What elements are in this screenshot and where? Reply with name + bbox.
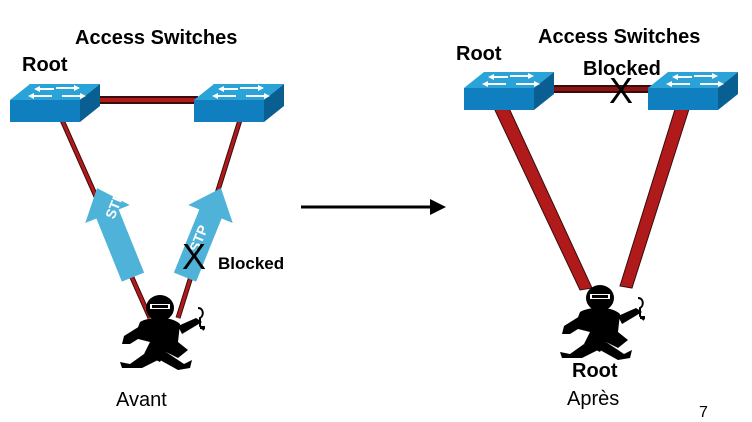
- right-link-root-to-attacker: [492, 105, 593, 291]
- left-root-label: Root: [22, 54, 68, 76]
- stp-arrow-right: [173, 188, 233, 282]
- right-root-switch-label: Root: [456, 43, 502, 65]
- right-title: Access Switches: [538, 26, 701, 48]
- blocked-mark-left: X: [182, 236, 207, 277]
- left-diagram: [9, 83, 285, 371]
- slide-number: 7: [699, 404, 708, 421]
- network-switch-icon: [647, 71, 739, 111]
- network-switch-icon: [193, 83, 285, 123]
- stp-arrow-left: [85, 188, 145, 282]
- attacker-root-label: Root: [572, 360, 618, 382]
- arrow-right-icon: [301, 199, 446, 215]
- right-diagram: [463, 71, 739, 361]
- blocked-label-left: Blocked: [218, 254, 285, 273]
- network-switch-icon: [9, 83, 101, 123]
- hacker-icon: [119, 294, 206, 371]
- hacker-icon: [559, 284, 646, 361]
- blocked-mark-right: X: [609, 70, 634, 111]
- right-link-access-to-attacker: [619, 105, 691, 289]
- blocked-label-right: Blocked: [583, 58, 661, 80]
- caption-avant: Avant: [116, 389, 167, 411]
- left-title: Access Switches: [75, 27, 238, 49]
- network-switch-icon: [463, 71, 555, 111]
- caption-apres: Après: [567, 388, 620, 410]
